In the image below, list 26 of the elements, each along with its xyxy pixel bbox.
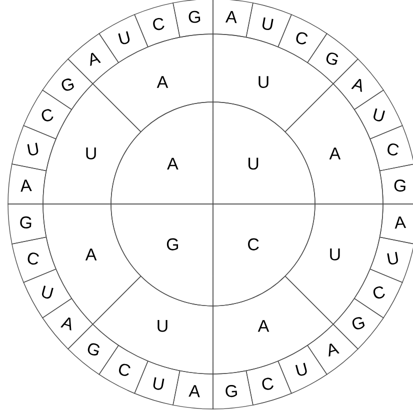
- sector: C: [370, 125, 413, 172]
- sector: G: [110, 204, 214, 306]
- sector: G: [212, 370, 254, 410]
- sector: U: [134, 360, 180, 406]
- sector: C: [12, 236, 56, 283]
- node-label: A: [167, 158, 178, 170]
- sector: C: [246, 360, 292, 406]
- sector: U: [370, 236, 413, 283]
- sector: A: [212, 0, 254, 38]
- sector: U: [212, 102, 316, 204]
- sector: U: [246, 2, 292, 48]
- sector: G: [379, 164, 413, 204]
- sector: A: [172, 370, 214, 410]
- sector: C: [278, 14, 328, 63]
- sector: C: [354, 268, 403, 318]
- sector: U: [278, 344, 328, 394]
- sector: C: [23, 90, 72, 140]
- sector: U: [12, 125, 56, 172]
- sector: A: [8, 164, 47, 204]
- sector: G: [8, 204, 47, 244]
- sector: G: [172, 0, 214, 38]
- sector: C: [98, 344, 148, 394]
- sector: C: [212, 204, 316, 306]
- sector: C: [134, 2, 180, 48]
- sector: U: [23, 268, 72, 318]
- sector: A: [379, 204, 413, 244]
